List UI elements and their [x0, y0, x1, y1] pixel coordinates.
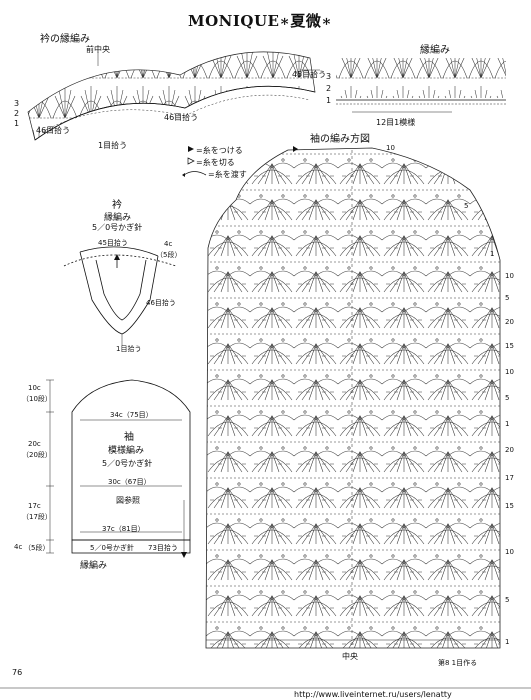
- sleeve-h2: 20c: [28, 440, 41, 448]
- sleeve-row-label-right-12: 1: [505, 638, 510, 646]
- legend-rejoin: =糸を渡す: [208, 170, 247, 179]
- sleeve-row-label-right-9: 15: [505, 502, 514, 510]
- collar-schematic-subtitle: 縁編み: [104, 213, 132, 223]
- sleeve-row-label-left-0: 10: [386, 144, 395, 152]
- collar-center-label: 前中央: [86, 45, 110, 54]
- sleeve-row-label-right-1: 5: [505, 294, 510, 302]
- sleeve-row-label-right-5: 5: [505, 394, 510, 402]
- sleeve-mid-width: 30c（67目）: [108, 478, 151, 486]
- sleeve-edge-pick: 73目拾う: [148, 544, 178, 552]
- sleeve-edge-label: 縁編み: [80, 561, 108, 571]
- hem-edging-title: 縁編み: [420, 45, 450, 56]
- sleeve-schematic-pattern: 模様編み: [108, 446, 145, 456]
- collar-row2: 2: [14, 109, 20, 118]
- collar-schematic-needle: 5／0号かぎ針: [92, 223, 143, 232]
- page-title: MONIQUE∗夏微∗: [188, 12, 333, 30]
- sleeve-row-label-right-11: 5: [505, 596, 510, 604]
- sleeve-row-label-right-7: 20: [505, 446, 514, 454]
- sleeve-row-label-right-0: 10: [505, 272, 514, 280]
- hem-row3: 3: [326, 72, 332, 81]
- collar-schematic-height: 4c: [164, 240, 173, 248]
- sleeve-row-label-right-3: 15: [505, 342, 514, 350]
- sleeve-schematic-title: 袖: [124, 432, 134, 443]
- sleeve-see-chart: 図参照: [116, 496, 140, 505]
- hem-row2: 2: [326, 84, 332, 93]
- sleeve-bottom-width: 37c（81目）: [102, 525, 145, 533]
- sleeve-row-label-right-4: 10: [505, 368, 514, 376]
- hem-edging-chart: [336, 58, 506, 113]
- sleeve-h4: 4c: [14, 543, 23, 551]
- legend-symbols: [182, 146, 207, 177]
- sleeve-chart-repeat: 第8 1目作る: [438, 659, 478, 667]
- sleeve-h1: 10c: [28, 384, 41, 392]
- sleeve-h4-rows: （5段）: [24, 544, 50, 552]
- collar-edging-title: 衿の縁編み: [40, 34, 90, 45]
- sleeve-h3-rows: （17段）: [22, 513, 52, 521]
- sleeve-row-label-right-2: 20: [505, 318, 514, 326]
- hem-row1: 1: [326, 96, 332, 105]
- collar-left-count: 46目拾う: [36, 126, 71, 135]
- collar-edging-chart: [27, 51, 320, 141]
- collar-mid-count: 46目拾う: [164, 113, 199, 122]
- page-number: 76: [12, 668, 23, 677]
- collar-schematic-title: 衿: [112, 200, 122, 211]
- sleeve-row-label-left-2: 1: [490, 250, 495, 258]
- legend-attach: =糸をつける: [196, 146, 243, 155]
- hem-repeat: 12目1模様: [376, 118, 416, 127]
- sleeve-row-label-left-1: 5: [464, 202, 469, 210]
- legend-cut: =糸を切る: [196, 158, 235, 167]
- sleeve-h1-rows: （10段）: [22, 395, 52, 403]
- sleeve-chart-title: 袖の編み方図: [310, 134, 370, 145]
- sleeve-edge-needle: 5／0号かぎ針: [90, 544, 134, 552]
- collar-schematic-pick1: 1目拾う: [116, 345, 142, 353]
- footer-url[interactable]: http://www.liveinternet.ru/users/lenatty: [294, 690, 452, 699]
- collar-row1: 1: [14, 119, 20, 128]
- collar-row3: 3: [14, 99, 20, 108]
- sleeve-chart-center: 中央: [342, 652, 358, 661]
- sleeve-schematic-needle: 5／0号かぎ針: [102, 459, 153, 468]
- sleeve-lace-chart: [205, 146, 501, 649]
- sleeve-schematic: [46, 379, 191, 558]
- sleeve-row-label-right-6: 1: [505, 420, 510, 428]
- sleeve-h3: 17c: [28, 502, 41, 510]
- sleeve-top-width: 34c（75目）: [110, 411, 153, 419]
- collar-schematic-height-rows: （5段）: [156, 251, 182, 259]
- collar-right-count: 45目拾う: [292, 70, 327, 79]
- collar-schematic-pick45: 45目拾う: [98, 239, 128, 247]
- sleeve-h2-rows: （20段）: [22, 451, 52, 459]
- sleeve-row-label-right-10: 10: [505, 548, 514, 556]
- sleeve-row-label-right-8: 17: [505, 474, 514, 482]
- collar-repeat: 1目拾う: [98, 141, 128, 150]
- collar-schematic-pick46: 46目拾う: [146, 299, 176, 307]
- collar-schematic: [63, 246, 177, 346]
